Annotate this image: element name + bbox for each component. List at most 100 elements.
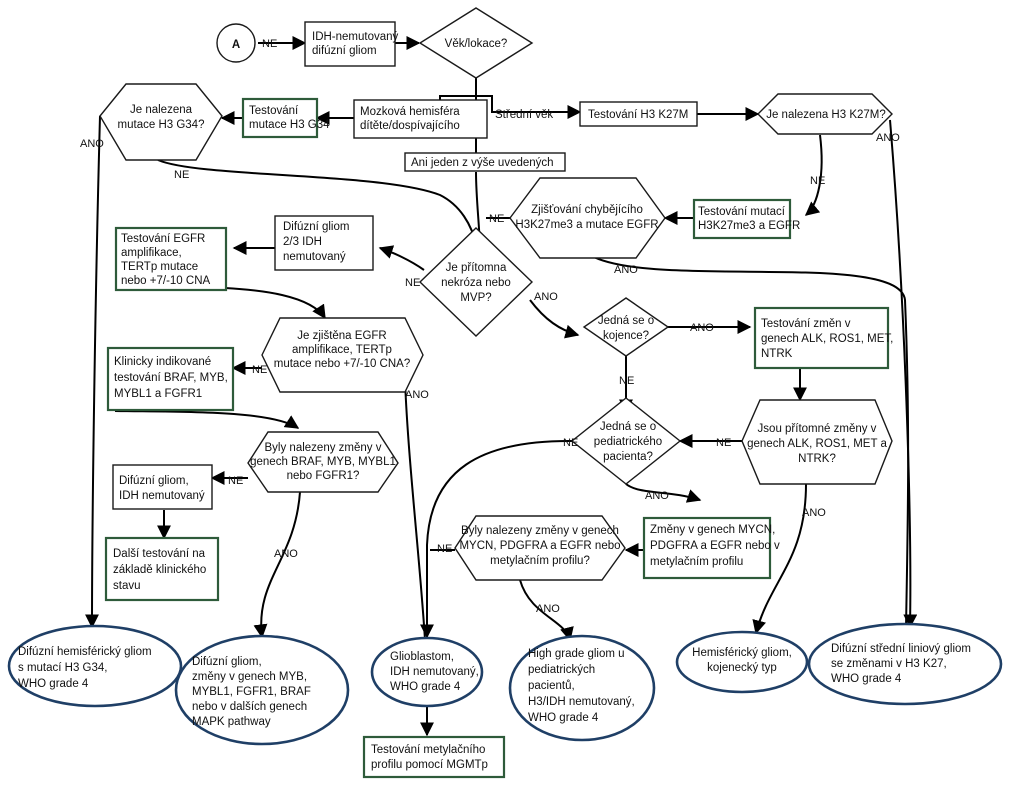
- je-k27m-hexagon: Je nalezena H3 K27M?: [757, 93, 893, 135]
- test-k27m-label: Testování H3 K27M: [588, 109, 688, 121]
- text-line: Je nalezena: [130, 104, 193, 116]
- edge-k27m-ne: [804, 134, 823, 216]
- text-line: pediatrických: [528, 664, 595, 676]
- text-line: genech ALK, ROS1, MET,: [761, 333, 893, 345]
- start-label: A: [232, 39, 240, 51]
- text-line: Střední věk: [495, 109, 553, 121]
- text-line: H3K27me3 a EGFR: [698, 220, 800, 232]
- oval-dg-myb: Difúzní gliom,změny v genech MYB,MYBL1, …: [174, 634, 350, 746]
- label-alk-ano: ANO: [802, 507, 826, 519]
- edge-labels: NE ANO NE ANO NE NE ANO NE ANO NE ANO A N…: [80, 38, 900, 615]
- edge-vek-mozkova: [439, 78, 477, 100]
- text-line: Difúzní hemisférický gliom: [18, 646, 152, 658]
- label-egfr-ano: ANO: [405, 389, 429, 401]
- text-line: s mutací H3 G34,: [18, 662, 107, 674]
- test-k27m-box: Testování H3 K27M: [579, 101, 698, 127]
- text-line: metylačním profilu: [650, 556, 743, 568]
- vek-diamond: Věk/lokace?: [418, 7, 534, 79]
- label-k27m-ne: NE: [810, 175, 825, 187]
- je-k27m-label: Je nalezena H3 K27M?: [766, 109, 886, 121]
- text-line: Difúzní gliom: [283, 221, 349, 233]
- text-line: mutace H3 G34?: [118, 119, 205, 131]
- text-line: Klinicky indikované: [114, 356, 211, 368]
- oval-hemi-koj-label: Hemisférický gliom,kojenecký typ: [692, 647, 792, 674]
- text-line: Testování metylačního: [371, 744, 485, 756]
- text-line: profilu pomocí MGMTp: [371, 759, 488, 771]
- text-line: změny v genech MYB,: [192, 671, 307, 683]
- je-g34-hexagon: Je nalezena mutace H3 G34?: [99, 83, 223, 161]
- label-start-ne: NE: [262, 38, 277, 50]
- label-mycn-ne: NE: [437, 543, 452, 555]
- text-line: Difúzní gliom,: [192, 656, 262, 668]
- edge-g34-ano: [85, 115, 101, 629]
- label-g34-ne: NE: [174, 169, 189, 181]
- edge-testegfr-jeegfr: [224, 287, 326, 320]
- text-line: Další testování na: [113, 548, 206, 560]
- label-g34-ano: ANO: [80, 138, 104, 150]
- label-nekroza-ne: NE: [405, 277, 420, 289]
- oval-gbm-label: Glioblastom,IDH nemutovaný,WHO grade 4: [390, 651, 479, 693]
- stredni-label: Střední věk: [495, 109, 553, 121]
- label-pediatr-ne: NE: [563, 437, 578, 449]
- zmeny-mycn-box: Změny v genech MYCN,PDGFRA a EGFR nebo v…: [642, 516, 780, 580]
- text-line: nemutovaný: [283, 251, 346, 263]
- text-line: amplifikace, TERTp: [292, 344, 392, 356]
- text-line: stavu: [113, 580, 141, 592]
- text-line: MYCN, PDGFRA a EGFR nebo: [459, 540, 620, 552]
- start-node: A: [216, 23, 256, 63]
- text-line: Jedná se o: [598, 315, 654, 327]
- text-line: IDH nemutovaný: [119, 490, 205, 502]
- label-alk-ne: NE: [716, 437, 731, 449]
- text-line: MVP?: [460, 292, 491, 304]
- label-pediatr-ano: ANO: [645, 490, 669, 502]
- text-line: pediatrického: [594, 436, 662, 448]
- oval-gbm: Glioblastom,IDH nemutovaný,WHO grade 4: [370, 636, 484, 708]
- label-kojence-ne: NE: [619, 375, 634, 387]
- edge-nekroza-dg23: [378, 245, 425, 271]
- text-line: testování BRAF, MYB,: [114, 372, 228, 384]
- text-line: Testování EGFR: [121, 233, 205, 245]
- oval-hemi-koj: Hemisférický gliom,kojenecký typ: [675, 630, 809, 694]
- text-line: H3K27me3 a mutace EGFR: [515, 219, 658, 231]
- je-g34-label: Je nalezena mutace H3 G34?: [118, 104, 205, 131]
- text-line: IDH nemutovaný,: [390, 666, 479, 678]
- text-line: mutace nebo +7/-10 CNA?: [274, 358, 410, 370]
- text-line: Testování H3 K27M: [588, 109, 688, 121]
- text-line: mutace H3 G34: [249, 119, 330, 131]
- text-line: Glioblastom,: [390, 651, 454, 663]
- text-line: pacienta?: [603, 451, 653, 463]
- edge-zjist-ano: [589, 254, 910, 628]
- text-line: IDH-nemutovaný: [312, 31, 399, 43]
- mgmt-label: Testování metylačního profilu pomocí MGMT…: [371, 744, 488, 771]
- edge-jeegfr-ano: [404, 379, 426, 641]
- label-zjist-ano: ANO: [614, 264, 638, 276]
- text-line: A: [232, 39, 240, 51]
- text-line: Zjišťování chybějícího: [531, 204, 643, 216]
